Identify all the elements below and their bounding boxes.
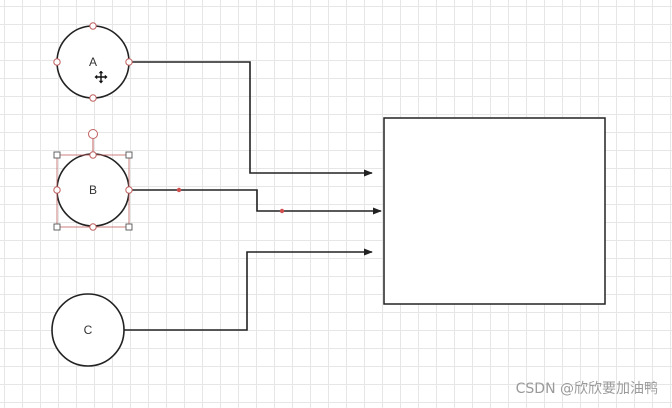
connector-c-to-rect[interactable] <box>124 248 373 331</box>
connection-point[interactable] <box>89 151 97 159</box>
connector-a-to-rect[interactable] <box>131 61 373 177</box>
connector-b-to-rect[interactable] <box>130 189 382 215</box>
resize-handle[interactable] <box>125 151 133 159</box>
node-a[interactable]: A <box>53 22 133 102</box>
connection-point[interactable] <box>53 58 61 66</box>
rotate-handle-icon[interactable] <box>88 129 98 139</box>
node-b-label: B <box>89 183 97 197</box>
connection-point[interactable] <box>125 58 133 66</box>
move-cursor-icon <box>93 69 109 85</box>
node-a-label: A <box>89 55 97 69</box>
connection-point[interactable] <box>89 94 97 102</box>
connector-waypoint-handle[interactable] <box>176 187 182 193</box>
connector-waypoint-handle[interactable] <box>279 208 285 214</box>
connection-point[interactable] <box>89 223 97 231</box>
target-rectangle[interactable] <box>383 117 606 305</box>
resize-handle[interactable] <box>53 223 61 231</box>
connection-point[interactable] <box>53 186 61 194</box>
connection-point[interactable] <box>89 22 97 30</box>
resize-handle[interactable] <box>53 151 61 159</box>
node-c-label: C <box>84 323 93 337</box>
resize-handle[interactable] <box>125 223 133 231</box>
watermark-text: CSDN @欣欣要加油鸭 <box>515 381 658 397</box>
connection-point[interactable] <box>125 186 133 194</box>
node-b[interactable]: B <box>53 129 133 231</box>
node-c[interactable]: C <box>51 293 125 367</box>
